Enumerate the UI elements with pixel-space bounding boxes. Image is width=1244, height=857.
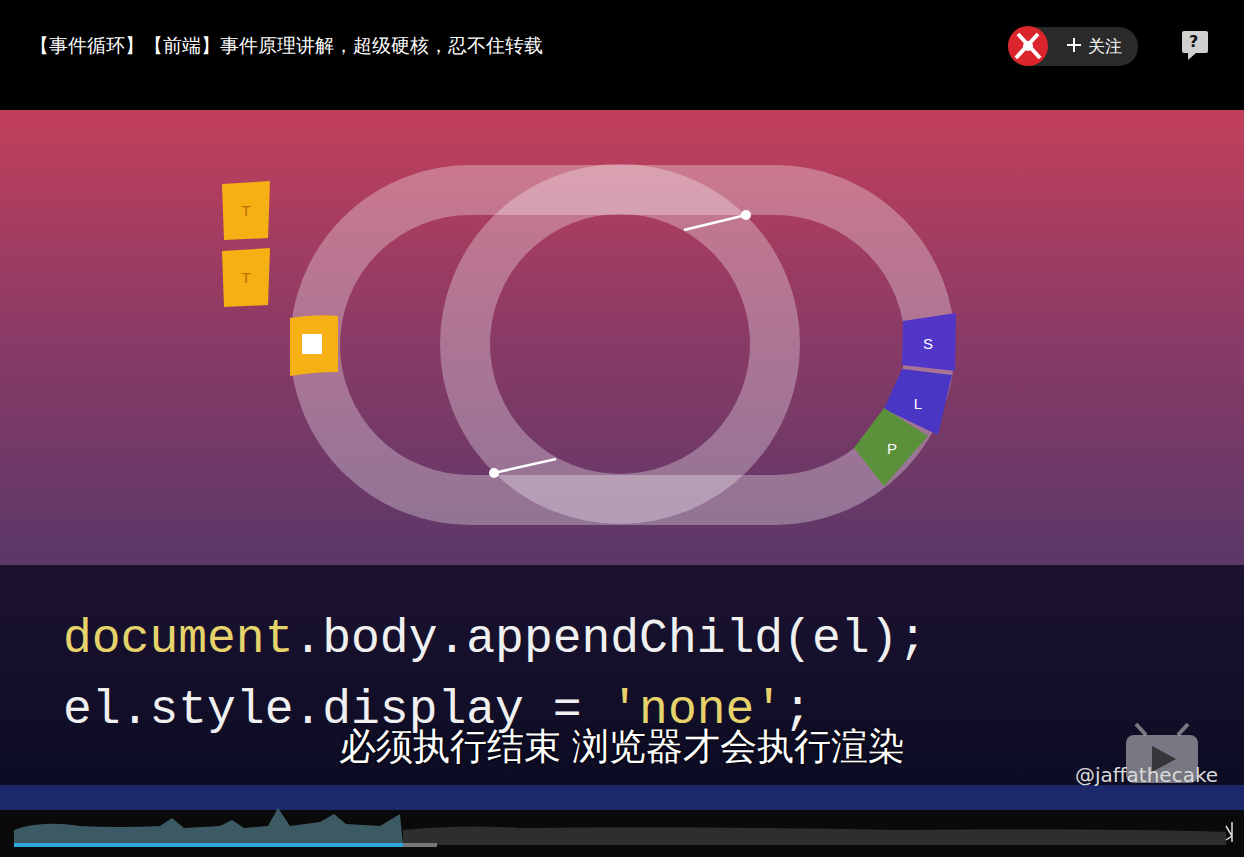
follow-button-text: 关注: [1088, 35, 1122, 58]
code-token: ;: [783, 683, 812, 737]
code-token: document: [63, 612, 293, 666]
style-segment: S: [900, 313, 956, 373]
segment-letter: P: [887, 440, 897, 457]
segment-letter: S: [923, 335, 933, 352]
help-icon-text: ?: [1189, 32, 1198, 51]
task-block: T: [220, 247, 272, 307]
video-title: 【事件循环】【前端】事件原理讲解，超级硬核，忍不住转载: [30, 33, 543, 59]
code-line: document.body.appendChild(el);: [63, 615, 927, 663]
paint-segment: P: [854, 408, 930, 488]
segment-letter: L: [914, 395, 922, 412]
code-token: .body.appendChild(el);: [293, 612, 927, 666]
segment-letter: T: [241, 269, 250, 286]
code-token: 'none': [610, 683, 783, 737]
code-line: el.style.display = 'none';: [63, 686, 812, 734]
segment-letter: T: [241, 202, 250, 219]
code-token: el.style.display =: [63, 683, 610, 737]
task-block: T: [220, 180, 272, 240]
watermark: @jaffathecake: [1075, 763, 1218, 787]
